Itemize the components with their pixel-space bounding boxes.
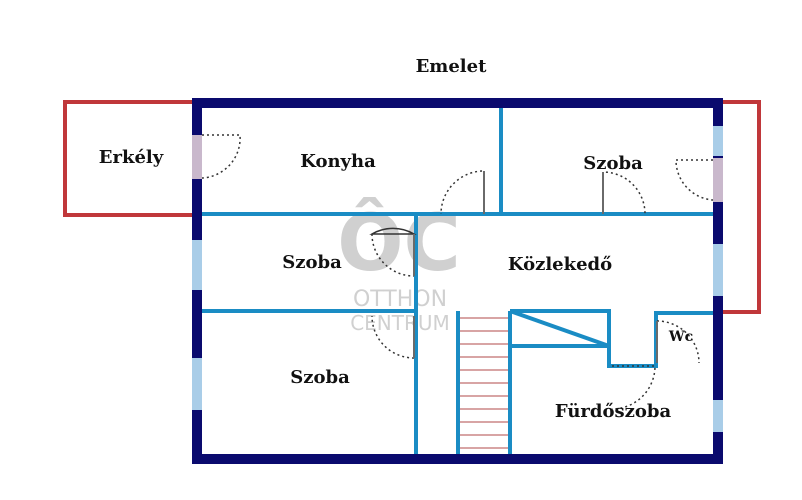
balcony-door-left-opening [192, 135, 202, 179]
window-left-upper [192, 240, 202, 290]
room-label-balcony: Erkély [99, 147, 164, 168]
window-left-lower [192, 358, 202, 410]
door-bathroom [611, 365, 656, 410]
staircase [460, 317, 508, 449]
watermark-logo: ÔC OTTHON CENTRUM [337, 197, 461, 335]
window-right-lower [713, 400, 723, 432]
watermark-line1: OTTHON [353, 287, 447, 312]
room-label-bathroom: Fürdőszoba [555, 401, 672, 422]
floor-title: Emelet [416, 56, 488, 77]
inner-walls [198, 104, 716, 456]
door-leaves [413, 171, 658, 363]
room-label-room-middle-left: Szoba [282, 252, 342, 273]
watermark-line2: CENTRUM [350, 311, 450, 335]
room-label-room-bottom-left: Szoba [290, 367, 350, 388]
door-room-middle-left [369, 227, 417, 235]
room-label-hallway: Közlekedő [508, 254, 612, 275]
balcony-right [718, 100, 761, 314]
room-label-room-top-right: Szoba [583, 153, 643, 174]
room-label-wc: Wc [668, 329, 693, 345]
window-right-upper [713, 126, 723, 156]
door-kitchen [440, 170, 485, 215]
window-right-middle [713, 244, 723, 296]
balcony-door-right-opening [713, 158, 723, 202]
door-room-top-right-b [675, 159, 714, 201]
watermark-logo-letters: ÔC [337, 197, 461, 289]
door-room-top-right-a [602, 171, 646, 215]
door-balcony-left [201, 134, 241, 179]
windows [192, 126, 723, 432]
room-label-kitchen: Konyha [300, 151, 376, 172]
